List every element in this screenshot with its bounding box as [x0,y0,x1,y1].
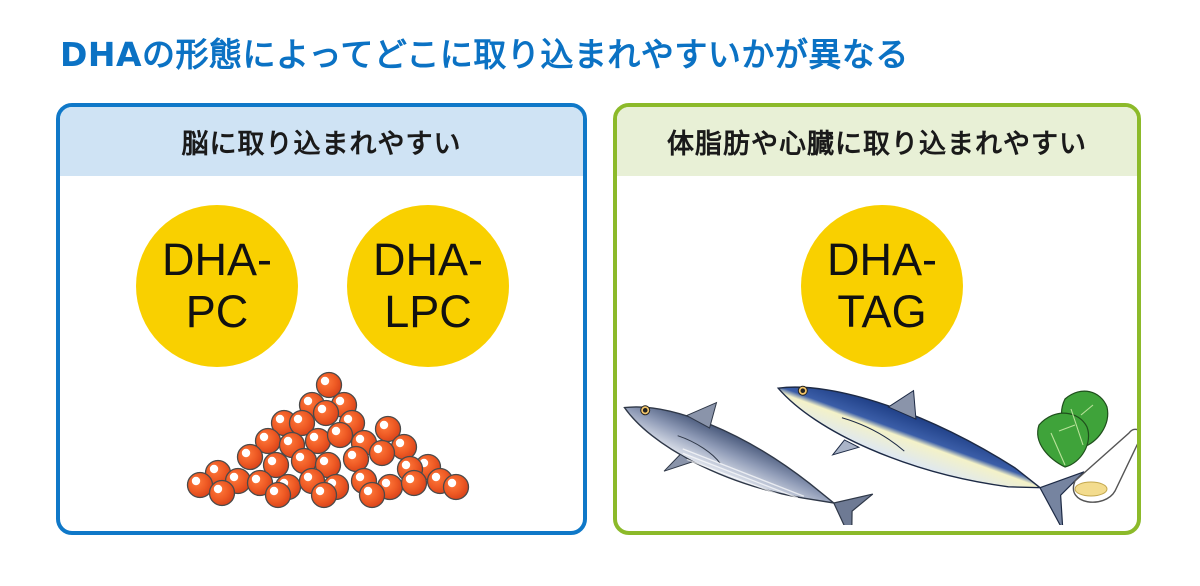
panel-header-body: 体脂肪や心臓に取り込まれやすい [617,107,1137,176]
panel-brain: 脳に取り込まれやすい DHA- PC DHA- LPC [56,103,587,535]
badge-dha-lpc: DHA- LPC [347,205,509,367]
badge-dha-tag: DHA- TAG [801,205,963,367]
tuna-fish-icon [776,385,1085,525]
page-title: DHAの形態によってどこに取り込まれやすいかが異なる [60,35,909,74]
panel-body: 体脂肪や心臓に取り込まれやすい DHA- TAG [613,103,1141,535]
shiso-spoon-icon [1037,390,1137,503]
fish-and-shiso-icon [623,385,1137,525]
badge-line1: DHA- [827,234,937,285]
badge-line2: LPC [384,286,472,337]
salmon-roe-icon [186,371,470,509]
badge-line1: DHA- [373,234,483,285]
badge-line2: PC [185,286,249,337]
panel-header-brain: 脳に取り込まれやすい [60,107,583,176]
badge-line2: TAG [837,286,927,337]
badge-dha-pc: DHA- PC [136,205,298,367]
bonito-fish-icon [623,401,874,525]
badge-line1: DHA- [162,234,272,285]
